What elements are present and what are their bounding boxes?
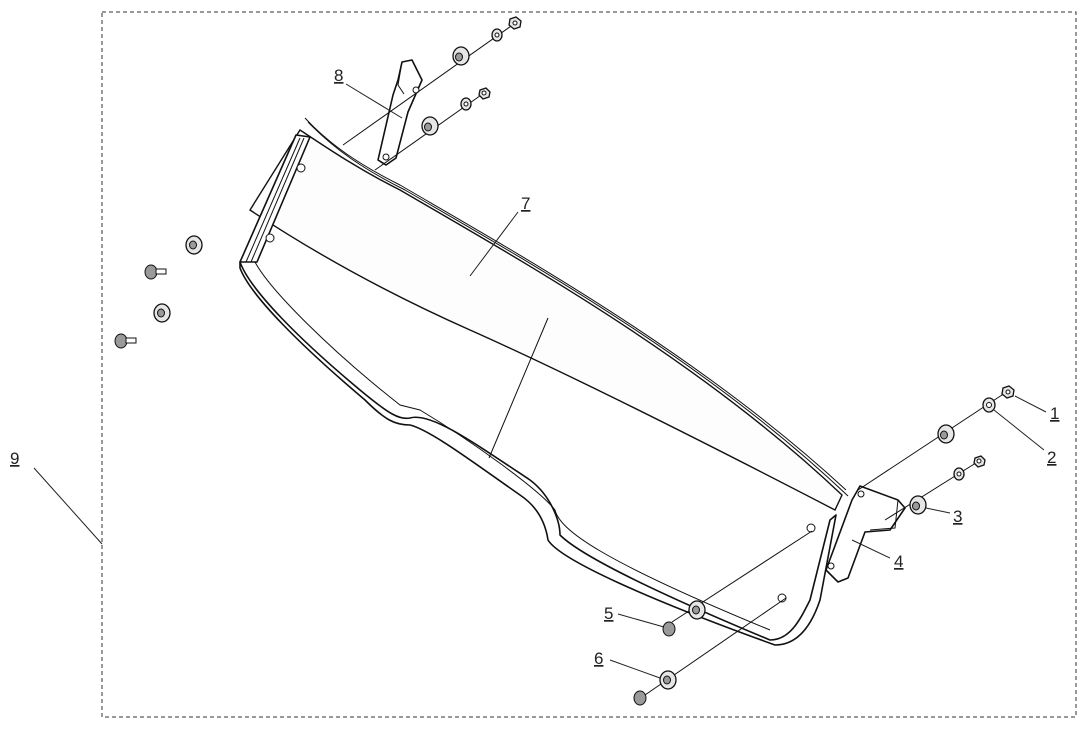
callout-3: 3 xyxy=(953,507,962,526)
callout-4: 4 xyxy=(894,552,903,571)
nut-icon xyxy=(478,87,491,100)
hardware-right xyxy=(909,385,1015,515)
callout-1: 1 xyxy=(1050,404,1059,423)
hardware-left xyxy=(114,235,203,349)
nut-icon xyxy=(1001,385,1015,399)
callout-2: 2 xyxy=(1047,448,1056,467)
callout-6: 6 xyxy=(594,649,603,668)
leader-lines xyxy=(33,83,1047,679)
bolt-icon xyxy=(633,690,647,706)
grommet-icon xyxy=(421,116,439,136)
grommet-icon xyxy=(937,424,955,444)
bolt-icon xyxy=(114,333,137,349)
grommet-icon xyxy=(659,670,677,690)
bolt-icon xyxy=(144,264,167,280)
grommet-icon xyxy=(452,46,470,66)
hardware-upper-left xyxy=(421,16,522,136)
upper-bracket xyxy=(377,59,423,166)
nut-icon xyxy=(973,455,986,468)
callout-5: 5 xyxy=(604,604,613,623)
kit-boundary xyxy=(101,11,1077,718)
lower-bracket xyxy=(825,485,906,583)
washer-icon xyxy=(982,397,996,413)
washer-icon xyxy=(491,28,503,42)
nut-icon xyxy=(508,16,522,30)
assembly-lines xyxy=(342,23,1009,696)
washer-icon xyxy=(953,467,965,481)
hardware-bottom xyxy=(633,600,706,706)
grommet-icon xyxy=(909,495,927,515)
callout-9: 9 xyxy=(10,449,19,468)
grommet-icon xyxy=(688,600,706,620)
grommet-icon xyxy=(153,303,171,323)
washer-icon xyxy=(460,97,472,111)
callout-8: 8 xyxy=(334,66,343,85)
grommet-icon xyxy=(185,235,203,255)
callout-7: 7 xyxy=(521,194,530,213)
windshield-glass xyxy=(239,117,849,646)
bolt-icon xyxy=(662,621,676,637)
